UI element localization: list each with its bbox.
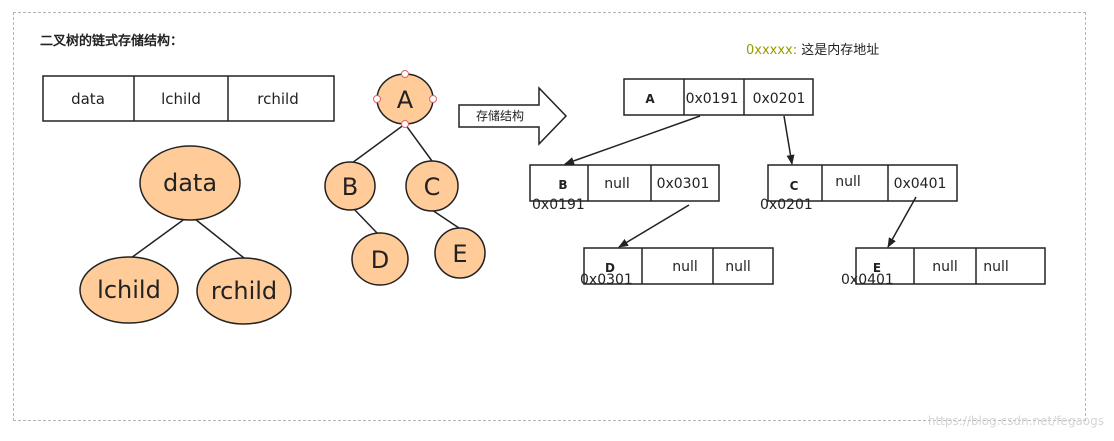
concept-tree: data lchild rchild [79,145,292,325]
tree-edge-a-c [404,123,433,162]
selection-handle [429,95,437,103]
selection-handle [373,95,381,103]
memory-node-border [529,164,720,202]
memory-node-d: D null null 0x0301 [580,247,774,288]
pointer-arrow-a-to-b [564,115,701,165]
diagram-title: 二叉树的链式存储结构： [40,34,184,49]
memory-node-e: E null null 0x0401 [841,247,1046,288]
tree-node-c [405,160,459,212]
memory-node-a: A 0x0191 0x0201 [623,78,814,116]
example-tree: A B C D E [324,70,486,286]
tree-node-c-label: C [424,173,441,201]
tree-node-e-label: E [452,240,467,268]
memory-node-border [583,247,774,285]
tree-node-b-label: B [342,173,358,201]
pointer-arrow-b-to-d [618,204,690,248]
concept-node-lchild-label: lchild [97,276,161,304]
pointer-arrows [564,115,917,248]
concept-tree-edge [130,214,191,259]
node-structure-field-data: data [71,90,105,108]
memory-node-name: C [790,179,799,193]
memory-node-address: 0x0201 [760,197,813,213]
block-arrow-shape [458,86,568,146]
memory-node-rchild: null [983,259,1009,275]
tree-edge-c-e [431,209,460,229]
memory-node-b: B null 0x0301 0x0191 [529,164,720,213]
memory-node-lchild: null [604,176,630,192]
tree-edge-a-b [351,123,406,164]
storage-structure-arrow: 存储结构 [458,86,568,146]
concept-node-rchild-label: rchild [211,277,277,305]
address-legend-text: 这是内存地址 [797,43,880,58]
memory-node-border [767,164,958,202]
tree-node-b [324,161,376,211]
selection-handle [401,70,409,78]
memory-node-name: D [605,261,615,275]
memory-node-rchild: 0x0401 [894,176,947,192]
memory-node-lchild: null [835,174,861,190]
selection-handle [401,120,409,128]
memory-node-address: 0x0401 [841,272,894,288]
block-arrow-label: 存储结构 [476,108,524,123]
memory-node-border [855,247,1046,285]
tree-node-e [434,227,486,279]
watermark: https://blog.csdn.net/fegaogs [927,414,1104,428]
concept-node-data-label: data [163,169,217,197]
concept-node-rchild [196,257,292,325]
memory-node-rchild: 0x0201 [753,91,806,107]
node-structure-table: data lchild rchild [42,75,335,122]
concept-tree-edge [189,214,245,259]
memory-node-address: 0x0301 [580,272,633,288]
memory-node-name: A [645,92,655,106]
memory-node-rchild: null [725,259,751,275]
diagram-frame [13,12,1086,421]
node-structure-field-rchild: rchild [257,90,298,108]
memory-node-lchild: null [672,259,698,275]
memory-node-name: B [558,178,567,192]
address-legend: 0xxxxx: 这是内存地址 [746,39,879,58]
pointer-arrow-c-to-e [887,196,917,248]
tree-node-d-label: D [371,246,389,274]
concept-node-lchild [79,256,179,324]
memory-node-rchild: 0x0301 [657,176,710,192]
memory-node-lchild: null [932,259,958,275]
concept-node-data [139,145,241,221]
tree-node-a-label: A [397,86,414,114]
memory-node-lchild: 0x0191 [686,91,739,107]
address-legend-sample: 0xxxxx: [746,43,798,58]
memory-node-name: E [873,261,881,275]
memory-node-address: 0x0191 [532,197,585,213]
tree-node-d [351,232,409,286]
tree-edge-b-d [351,206,379,235]
pointer-arrow-a-to-c [783,115,795,165]
node-structure-border [42,75,335,122]
memory-node-c: C null 0x0401 0x0201 [760,164,958,213]
node-structure-field-lchild: lchild [161,90,201,108]
memory-node-border [623,78,814,116]
